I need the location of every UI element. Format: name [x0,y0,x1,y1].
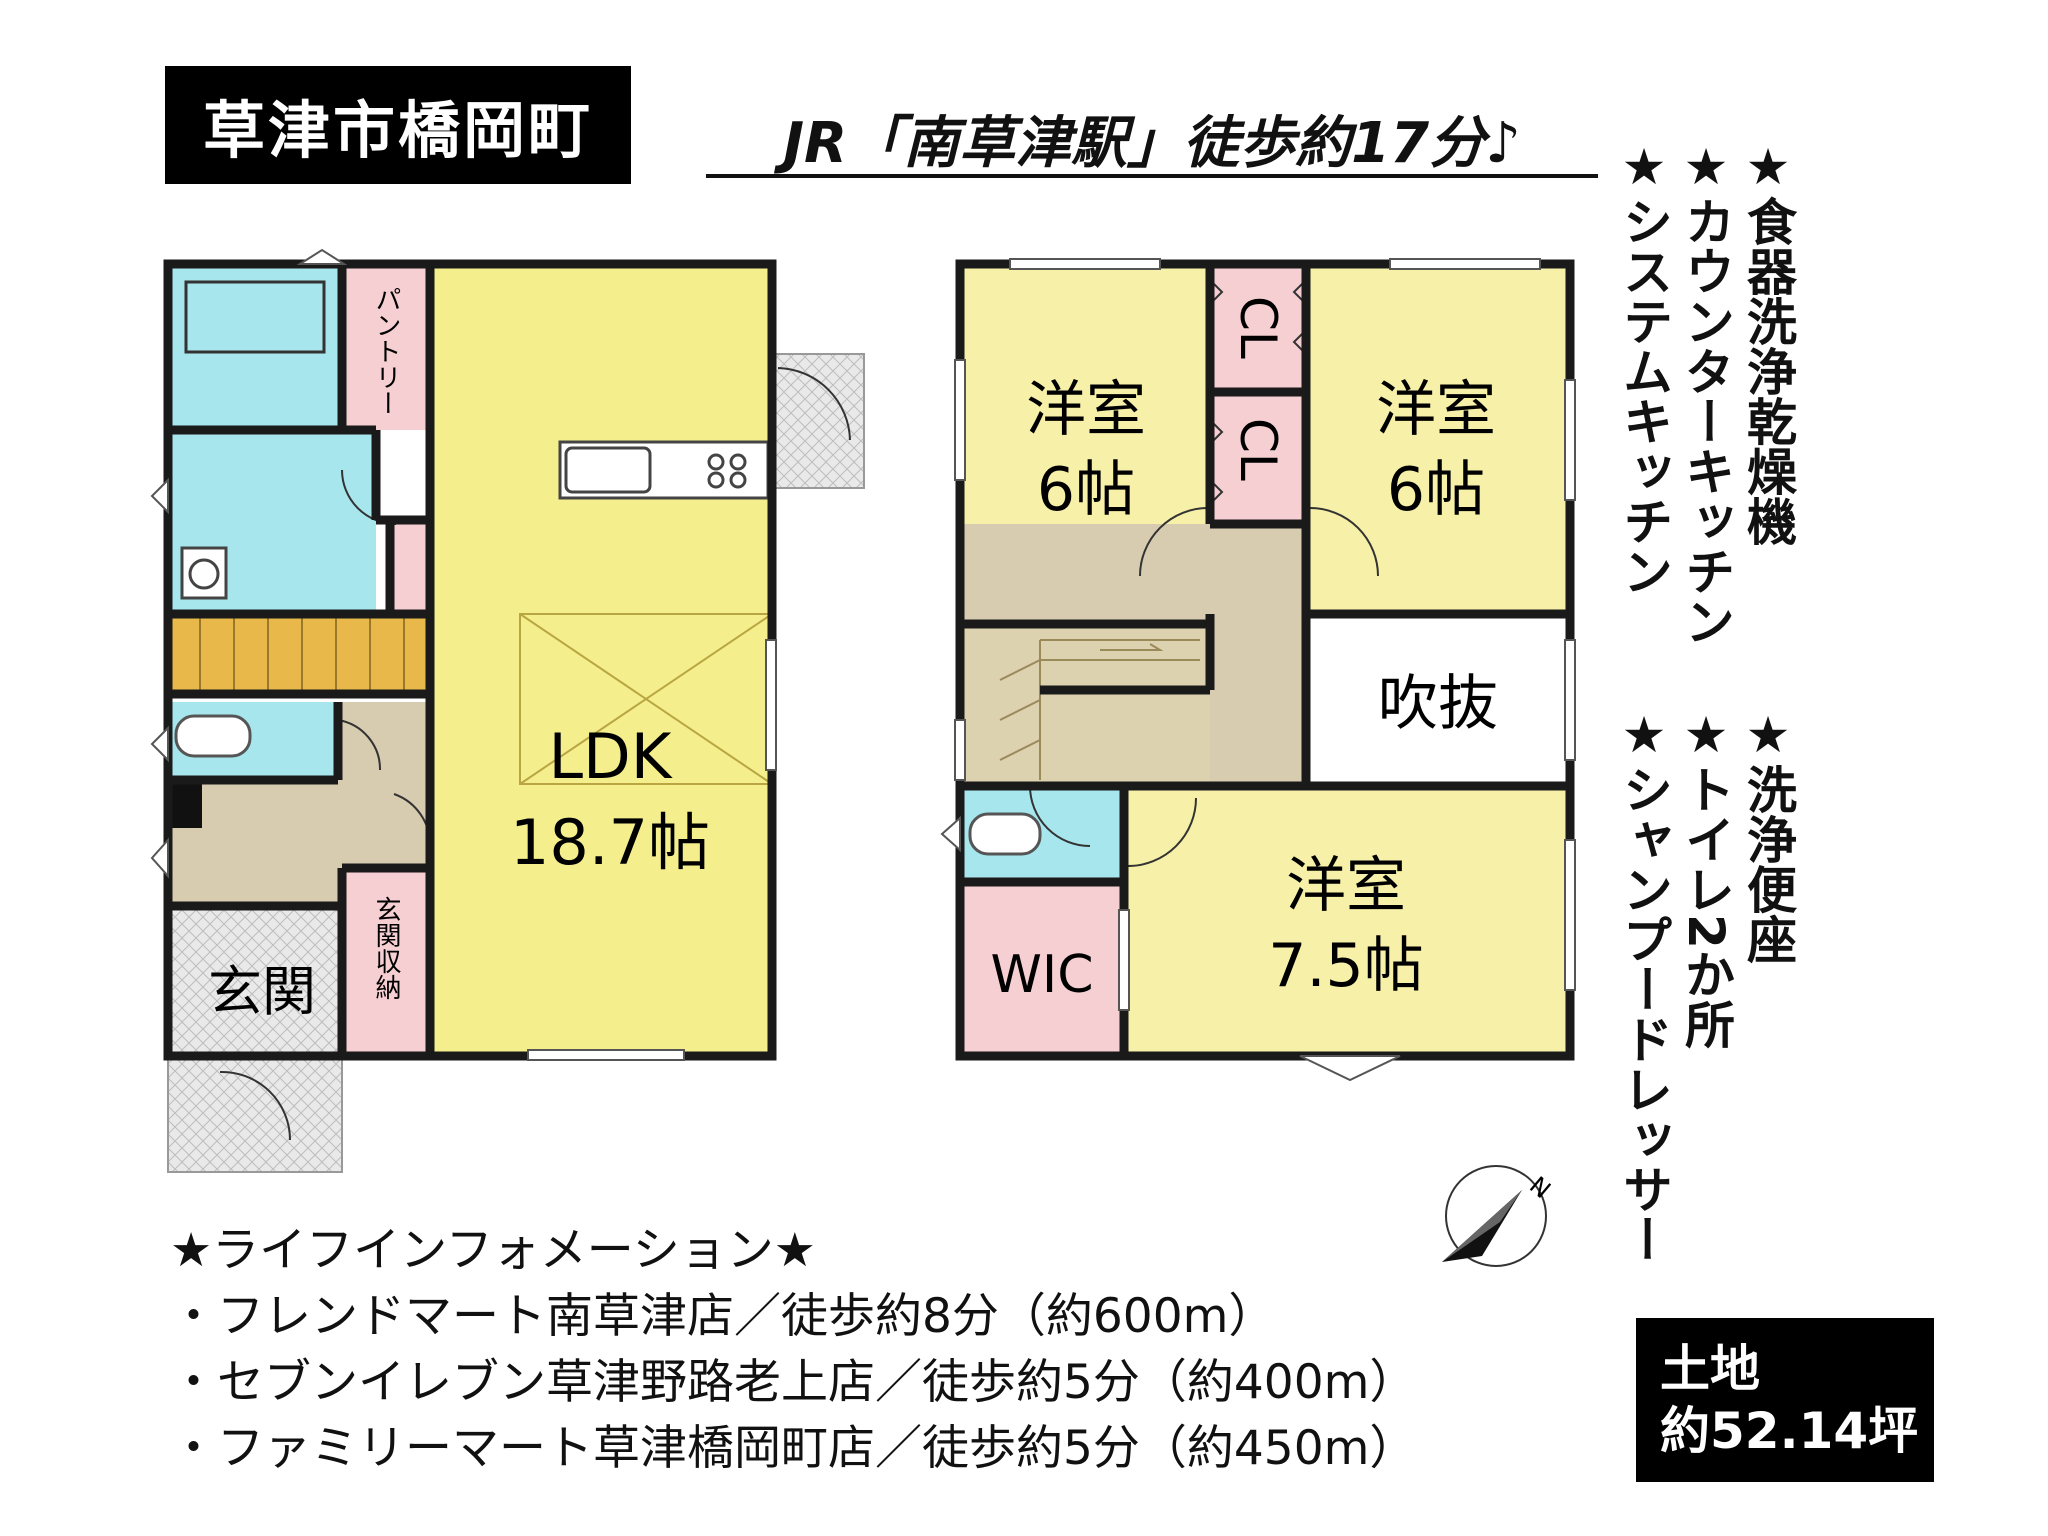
floor1-pantry-area [342,264,430,430]
floor2-room-b-area [1306,264,1570,614]
room-labels: パントリー LDK 18.7帖 玄関 玄関収納 洋室 6帖 洋室 6帖 CL C… [208,286,1498,1023]
floor1-entrance-tile [168,906,342,1056]
land-value: 約52.14坪 [1660,1402,1919,1460]
compass-icon: N [1442,1165,1556,1267]
room-c-label: 洋室 [1286,851,1406,921]
room-b-label: 洋室 [1376,375,1496,445]
life-info-item-seven-eleven: ・セブンイレブン草津野路老上店／徒歩約5分（約400m） [170,1355,1417,1410]
floor2-cl-bottom-area [1210,392,1306,524]
station-access: JR「南草津駅」徒歩約17分♪ [783,111,1521,176]
floor1-entrance-storage-area [342,868,430,1056]
floor1-ldk-area [430,264,772,1056]
floor2-stairs [960,624,1210,786]
life-info: ★ライフインフォメーション★ ・フレンドマート南草津店／徒歩約8分（約600m）… [170,1218,1416,1482]
land-area-box: 土地 約52.14坪 [1636,1318,1934,1482]
room-a-label: 洋室 [1026,375,1146,445]
life-info-item-familymart: ・ファミリーマート草津橋岡町店／徒歩約5分（約450m） [170,1421,1417,1476]
floor2-plan [940,258,1576,1082]
room-c-size: 7.5帖 [1268,931,1423,1001]
void-label: 吹抜 [1378,669,1498,739]
floor1-porch [167,1055,343,1173]
room-a-size: 6帖 [1037,455,1135,525]
floor2-void-area [1306,614,1570,786]
room-b-size: 6帖 [1387,455,1485,525]
ldk-label: LDK [549,720,673,793]
location-title: 草津市橋岡町 [165,66,631,184]
feature-washlet: ★洗浄便座 [1739,706,1797,964]
land-label: 土地 [1660,1340,1760,1398]
floor1-bath [168,264,342,430]
feature-dishwasher: ★食器洗浄乾燥機 [1739,138,1797,546]
floor2-cl-top-area [1210,264,1306,392]
floor1-terrace [771,353,865,489]
feature-system-kitchen: ★システムキッチン [1615,138,1673,596]
floor1-plan [150,248,865,1173]
entrance-storage-label: 玄関収納 [371,896,401,1000]
entrance-label: 玄関 [208,960,316,1023]
floor2-room-c-area [1124,786,1570,1056]
ldk-size-label: 18.7帖 [510,806,710,879]
wic-label: WIC [990,945,1093,1005]
feature-shampoo-dresser: ★シャンプードレッサー [1615,706,1673,1264]
floor2-wic-area [960,882,1124,1056]
feature-counter-kitchen: ★カウンターキッチン [1677,138,1735,646]
pantry-label: パントリー [371,286,401,416]
feature-two-toilets: ★トイレ2か所 [1677,706,1735,1049]
closet-top-label: CL [1229,296,1287,359]
life-info-item-supermarket: ・フレンドマート南草津店／徒歩約8分（約600m） [170,1289,1276,1344]
life-info-heading: ★ライフインフォメーション★ [170,1223,816,1278]
closet-bottom-label: CL [1229,418,1287,481]
floor1-stairs [168,614,430,694]
station-underline [706,174,1598,178]
